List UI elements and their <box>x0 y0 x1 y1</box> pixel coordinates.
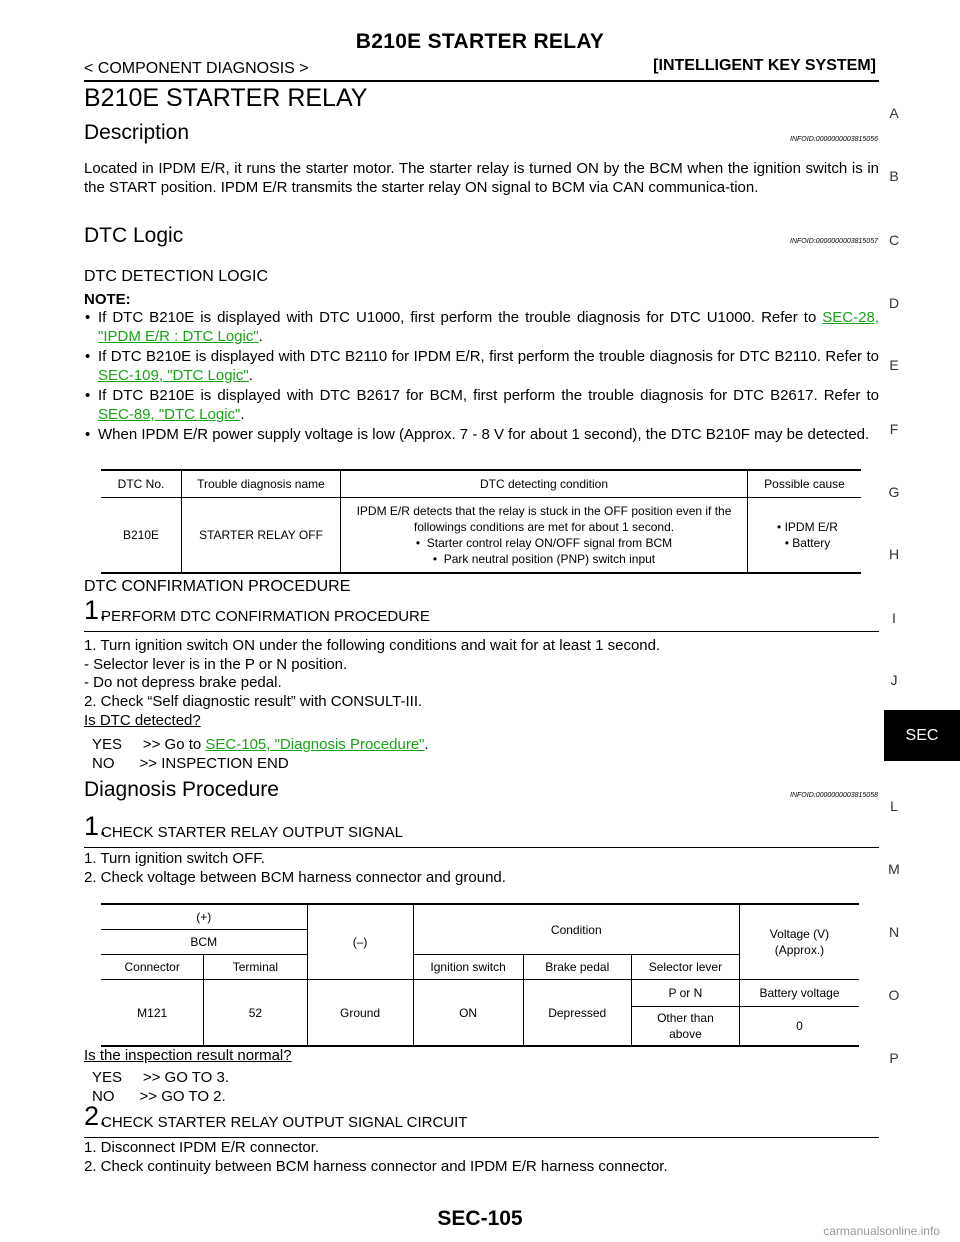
side-index-i[interactable]: I <box>892 610 896 626</box>
note-item: If DTC B210E is displayed with DTC U1000… <box>84 309 879 346</box>
link-sec-109[interactable]: SEC-109, "DTC Logic" <box>98 366 249 384</box>
dtc-logic-heading: DTC Logic <box>84 224 184 247</box>
step-instructions: 1. Disconnect IPDM E/R connector. 2. Che… <box>84 1139 668 1175</box>
selector-header: Selector lever <box>631 954 740 980</box>
side-index-e[interactable]: E <box>889 357 899 373</box>
watermark: carmanualsonline.info <box>823 1224 940 1238</box>
diagnosis-heading: Diagnosis Procedure <box>84 778 279 801</box>
side-index-j[interactable]: J <box>890 672 898 688</box>
note-item: When IPDM E/R power supply voltage is lo… <box>84 426 879 445</box>
dtc-cause-cell: • IPDM E/R • Battery <box>748 498 862 574</box>
step-number: 1. <box>84 595 107 625</box>
connector-header: Connector <box>101 954 205 980</box>
step-number: 1. <box>84 811 107 841</box>
side-index-h[interactable]: H <box>888 546 900 562</box>
note-item: If DTC B210E is displayed with DTC B2110… <box>84 348 879 385</box>
note-item: If DTC B210E is displayed with DTC B2617… <box>84 387 879 424</box>
step-instructions: 1. Turn ignition switch OFF. 2. Check vo… <box>84 850 506 886</box>
page-title: B210E STARTER RELAY <box>84 84 368 112</box>
step-title: CHECK STARTER RELAY OUTPUT SIGNAL <box>101 824 404 841</box>
ignition-header: Ignition switch <box>413 954 524 980</box>
side-index-l[interactable]: L <box>890 798 898 814</box>
side-index-c[interactable]: C <box>888 232 900 248</box>
header-system-label: [INTELLIGENT KEY SYSTEM] <box>653 57 876 74</box>
dtc-logic-infoid: INFOID:0000000003815057 <box>790 238 878 245</box>
brake-header: Brake pedal <box>523 954 632 980</box>
header-section-label: < COMPONENT DIAGNOSIS > <box>84 60 309 77</box>
side-index-f[interactable]: F <box>889 421 899 437</box>
answer-block: YES >> GO TO 3. NO >> GO TO 2. <box>92 1069 230 1105</box>
step-title: CHECK STARTER RELAY OUTPUT SIGNAL CIRCUI… <box>101 1114 468 1131</box>
dtc-confirmation-heading: DTC CONFIRMATION PROCEDURE <box>84 578 351 595</box>
dtc-header-cause: Possible cause <box>764 477 845 491</box>
step-instructions: 1. Turn ignition switch ON under the fol… <box>84 637 661 710</box>
side-index-sec-tab[interactable]: SEC <box>884 710 960 761</box>
brake-cell: Depressed <box>523 979 632 1046</box>
question-dtc-detected: Is DTC detected? <box>84 712 201 729</box>
terminal-cell: 52 <box>203 979 308 1046</box>
link-sec-89[interactable]: SEC-89, "DTC Logic" <box>98 405 241 423</box>
condition-item: • Starter control relay ON/OFF signal fr… <box>415 536 673 550</box>
condition-item: • Park neutral position (PNP) switch inp… <box>432 552 656 566</box>
voltage-header: Voltage (V) (Approx.) <box>739 904 859 980</box>
bcm-header: BCM <box>101 929 308 955</box>
voltage-battery-cell: Battery voltage <box>739 979 859 1007</box>
voltage-table: (+) (–) Condition Voltage (V) (Approx.) … <box>101 903 859 1047</box>
dtc-condition-cell: IPDM E/R detects that the relay is stuck… <box>340 497 748 573</box>
dtc-header-no: DTC No. <box>101 470 182 498</box>
header-rule <box>84 80 879 82</box>
minus-header: (–) <box>307 904 414 980</box>
answer-block: YES >> Go to SEC-105, "Diagnosis Procedu… <box>92 736 429 772</box>
side-index-p[interactable]: P <box>889 1050 899 1066</box>
step-title: PERFORM DTC CONFIRMATION PROCEDURE <box>101 608 430 625</box>
description-text: Located in IPDM E/R, it runs the starter… <box>84 160 879 196</box>
dtc-detection-heading: DTC DETECTION LOGIC <box>84 268 269 285</box>
side-index-n[interactable]: N <box>888 924 900 940</box>
selector-porn-cell: P or N <box>631 979 740 1007</box>
ground-cell: Ground <box>307 979 414 1046</box>
dtc-header-condition: DTC detecting condition <box>340 470 748 498</box>
step-rule <box>84 631 879 632</box>
step-rule <box>84 1137 879 1138</box>
side-index-d[interactable]: D <box>888 295 900 311</box>
diagnosis-infoid: INFOID:0000000003815058 <box>790 792 878 799</box>
cause-item: • IPDM E/R <box>777 520 838 534</box>
ignition-cell: ON <box>413 979 524 1046</box>
link-sec-28[interactable]: SEC-28, "IPDM E/R : DTC Logic" <box>98 309 879 345</box>
note-label: NOTE: <box>84 291 131 308</box>
connector-cell: M121 <box>101 979 205 1046</box>
page-number: SEC-105 <box>437 1207 523 1230</box>
side-index-g[interactable]: G <box>888 484 900 500</box>
dtc-table: DTC No. Trouble diagnosis name DTC detec… <box>101 469 861 574</box>
dtc-no-cell: B210E <box>101 497 182 573</box>
note-list: If DTC B210E is displayed with DTC U1000… <box>84 309 879 447</box>
header-title: B210E STARTER RELAY <box>355 30 605 53</box>
link-sec-105[interactable]: SEC-105, "Diagnosis Procedure" <box>205 736 425 753</box>
side-index-o[interactable]: O <box>888 987 900 1003</box>
step-rule <box>84 847 879 848</box>
description-heading: Description <box>84 121 190 144</box>
description-infoid: INFOID:0000000003815056 <box>790 136 878 143</box>
side-index-m[interactable]: M <box>888 861 900 877</box>
terminal-header: Terminal <box>203 954 308 980</box>
selector-other-cell: Other than above <box>631 1006 740 1046</box>
voltage-zero-cell: 0 <box>796 1019 803 1033</box>
condition-header: Condition <box>413 904 740 955</box>
plus-header: (+) <box>101 904 308 930</box>
dtc-name-cell: STARTER RELAY OFF <box>181 497 341 573</box>
dtc-header-name: Trouble diagnosis name <box>181 470 341 498</box>
step-number: 2. <box>84 1101 107 1131</box>
question-inspection-normal: Is the inspection result normal? <box>84 1047 292 1064</box>
cause-item: • Battery <box>784 536 831 550</box>
side-index-a[interactable]: A <box>889 105 899 121</box>
side-index-b[interactable]: B <box>889 168 899 184</box>
